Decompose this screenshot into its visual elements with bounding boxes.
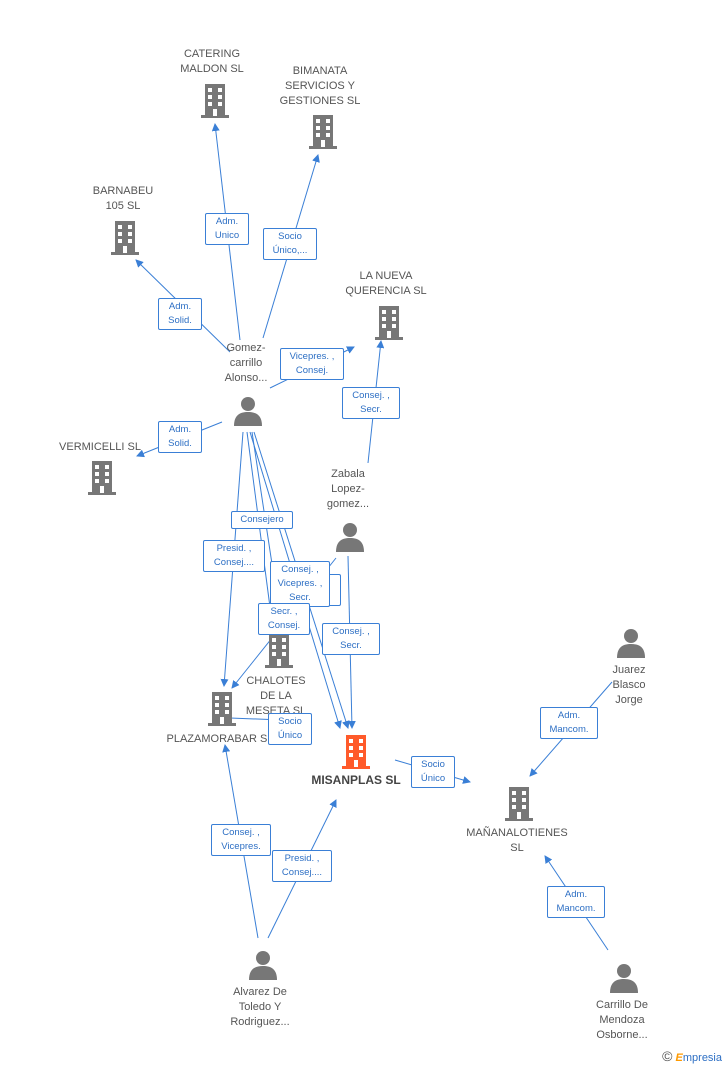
company-mananalotienes[interactable]: MAÑANALOTIENES SL bbox=[457, 826, 577, 856]
company-misanplas[interactable]: MISANPLAS SL bbox=[296, 773, 416, 788]
person-label: Gomez- carrillo Alonso... bbox=[224, 342, 268, 384]
relation-label-consejero[interactable]: Consejero bbox=[231, 511, 293, 529]
relation-label-consej-secr[interactable]: Consej. , Secr. bbox=[322, 623, 380, 655]
person-juarez[interactable]: Juarez Blasco Jorge bbox=[589, 663, 669, 708]
company-catering-maldon[interactable]: CATERING MALDON SL bbox=[167, 47, 257, 77]
edge-gomez-chalotes bbox=[246, 431, 277, 631]
person-icon bbox=[336, 523, 364, 552]
person-zabala[interactable]: Zabala Lopez- gomez... bbox=[308, 467, 388, 512]
relation-label-vicepres-consej[interactable]: Vicepres. , Consej. bbox=[280, 348, 344, 380]
company-label: LA NUEVA QUERENCIA SL bbox=[345, 270, 427, 297]
person-carrillo[interactable]: Carrillo De Mendoza Osborne... bbox=[577, 998, 667, 1043]
relation-label-adm-unico[interactable]: Adm. Unico bbox=[205, 213, 249, 245]
relation-label-adm-solid[interactable]: Adm. Solid. bbox=[158, 421, 202, 453]
company-label: VERMICELLI SL bbox=[59, 441, 141, 453]
building-icon bbox=[309, 115, 337, 149]
building-icon bbox=[201, 84, 229, 118]
company-label: CATERING MALDON SL bbox=[180, 48, 244, 75]
relation-label-consej-vicepres[interactable]: Consej. , Vicepres. bbox=[211, 824, 271, 856]
building-icon-main bbox=[342, 735, 370, 769]
relation-label-consej-vicepres[interactable]: Consej. , Vicepres. , Secr. bbox=[270, 561, 330, 607]
company-label: PLAZAMORABAR SL bbox=[166, 733, 274, 745]
person-icon bbox=[249, 951, 277, 980]
person-icon bbox=[617, 629, 645, 658]
person-label: Carrillo De Mendoza Osborne... bbox=[596, 999, 648, 1041]
person-alvarez[interactable]: Alvarez De Toledo Y Rodriguez... bbox=[215, 985, 305, 1030]
relation-label-adm-solid[interactable]: Adm. Solid. bbox=[158, 298, 202, 330]
person-label: Zabala Lopez- gomez... bbox=[326, 468, 370, 510]
relation-label-presid-consej[interactable]: Presid. , Consej.... bbox=[272, 850, 332, 882]
brand-name: mpresia bbox=[682, 1052, 722, 1064]
relation-label-presid-consej[interactable]: Presid. , Consej.... bbox=[203, 540, 265, 572]
building-icon bbox=[265, 634, 293, 668]
relation-label-socio-unico[interactable]: Socio Único bbox=[411, 756, 455, 788]
person-icon bbox=[234, 397, 262, 426]
brand-initial: E bbox=[675, 1052, 683, 1064]
building-icon bbox=[88, 461, 116, 495]
building-icon bbox=[111, 221, 139, 255]
relation-label-adm-mancom[interactable]: Adm. Mancom. bbox=[547, 886, 605, 918]
person-label: Juarez Blasco Jorge bbox=[612, 664, 646, 706]
company-plazamorabar[interactable]: PLAZAMORABAR SL bbox=[160, 732, 280, 747]
empresia-brand: © Empresia bbox=[662, 1048, 722, 1064]
person-label: Alvarez De Toledo Y Rodriguez... bbox=[230, 986, 290, 1028]
copyright-icon: © bbox=[662, 1048, 673, 1064]
company-label: MAÑANALOTIENES SL bbox=[466, 827, 568, 854]
relation-label-socio-unico[interactable]: Socio Único bbox=[268, 713, 312, 745]
building-icon bbox=[375, 306, 403, 340]
company-bimanata[interactable]: BIMANATA SERVICIOS Y GESTIONES SL bbox=[270, 64, 370, 109]
person-icon bbox=[610, 964, 638, 993]
company-vermicelli[interactable]: VERMICELLI SL bbox=[50, 440, 150, 455]
company-la-nueva-querencia[interactable]: LA NUEVA QUERENCIA SL bbox=[336, 269, 436, 299]
building-icon bbox=[208, 692, 236, 726]
company-label: MISANPLAS SL bbox=[311, 773, 401, 787]
relation-label-consej-secr[interactable]: Consej. , Secr. bbox=[342, 387, 400, 419]
person-gomez[interactable]: Gomez- carrillo Alonso... bbox=[206, 341, 286, 386]
relation-label-adm-mancom[interactable]: Adm. Mancom. bbox=[540, 707, 598, 739]
company-label: BIMANATA SERVICIOS Y GESTIONES SL bbox=[279, 65, 361, 107]
relation-label-socio-unico[interactable]: Socio Único,... bbox=[263, 228, 317, 260]
company-label: BARNABEU 105 SL bbox=[92, 185, 154, 212]
building-icon bbox=[505, 787, 533, 821]
company-barnabeu[interactable]: BARNABEU 105 SL bbox=[78, 184, 168, 214]
relation-label-secr-consej[interactable]: Secr. , Consej. bbox=[258, 603, 310, 635]
